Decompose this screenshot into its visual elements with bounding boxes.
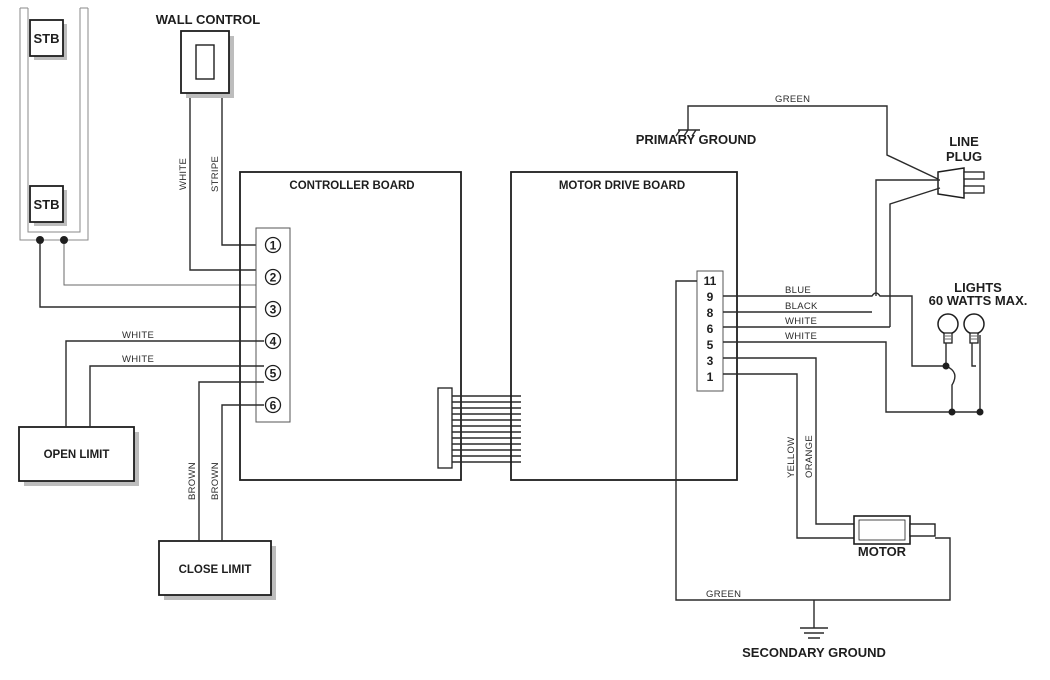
controller-terminal-2: 2 (264, 268, 282, 286)
orange-wire (723, 373, 854, 539)
stb-terminal-right (60, 236, 68, 244)
secondary-green-wire (675, 280, 951, 601)
wall-control-button (195, 44, 215, 80)
controller-board: CONTROLLER BOARD 1 2 3 4 5 6 (239, 171, 462, 481)
wall-white-wire (189, 98, 264, 271)
motor-terminal-9: 9 (707, 290, 714, 304)
plug-prong-top (963, 171, 985, 180)
svg-text:1: 1 (270, 239, 277, 253)
stb-panel: STB STB (19, 7, 89, 244)
light-bulb-right-icon (963, 313, 985, 344)
yellow-label: YELLOW (786, 437, 797, 478)
motor-shaft (909, 523, 936, 537)
line-plug-label-2: PLUG (946, 149, 982, 164)
white-6-label: WHITE (785, 316, 817, 327)
controller-terminal-6: 6 (264, 396, 282, 414)
wall-control: WALL CONTROL (156, 12, 261, 98)
line-plug: LINE PLUG (937, 134, 985, 199)
primary-ground-label: PRIMARY GROUND (636, 132, 757, 147)
plug-prong-bottom (963, 185, 985, 194)
open-white-label-2: WHITE (122, 354, 154, 365)
motor: MOTOR (853, 515, 936, 559)
primary-green-label: GREEN (775, 94, 810, 105)
lights-junction-bottom-right (976, 408, 984, 416)
open-white-label-1: WHITE (122, 330, 154, 341)
open-limit-label: OPEN LIMIT (44, 449, 110, 461)
motor-terminal-5: 5 (707, 338, 714, 352)
lights-label-2: 60 WATTS MAX. (929, 293, 1028, 308)
orange-label: ORANGE (804, 435, 815, 478)
controller-terminal-5: 5 (264, 364, 282, 382)
stb-wire-to-terminal-2 (63, 244, 264, 286)
black-label: BLACK (785, 301, 818, 312)
white-5-label: WHITE (785, 331, 817, 342)
stb-terminal-left (36, 236, 44, 244)
stb-wire-to-terminal-3 (39, 244, 264, 308)
svg-text:2: 2 (270, 271, 277, 285)
plug-wire-to-terminal-9 (875, 179, 940, 296)
controller-terminal-3: 3 (264, 300, 282, 318)
close-brown-label-2: BROWN (210, 462, 221, 500)
close-limit-wire-2 (221, 404, 264, 541)
primary-ground-symbol (675, 105, 941, 181)
close-limit-label: CLOSE LIMIT (179, 564, 252, 576)
yellow-wire (723, 357, 854, 525)
secondary-ground-label: SECONDARY GROUND (742, 645, 886, 660)
white-wire-5 (723, 335, 981, 413)
motor-terminal-6: 6 (707, 322, 714, 336)
wall-stripe-wire (221, 98, 264, 246)
lights-label-1: LIGHTS (954, 280, 1002, 295)
wall-white-label: WHITE (178, 158, 189, 190)
motor-terminal-strip (696, 270, 724, 392)
close-limit-switch: CLOSE LIMIT (158, 540, 276, 600)
stb-bottom-sensor: STB (29, 185, 67, 226)
secondary-green-label: GREEN (706, 589, 741, 600)
blue-label: BLUE (785, 285, 811, 296)
stb-bottom-label: STB (34, 197, 60, 212)
motor-terminal-11: 11 (704, 274, 717, 288)
controller-board-label: CONTROLLER BOARD (289, 180, 414, 192)
svg-text:6: 6 (270, 399, 277, 413)
lights: LIGHTS 60 WATTS MAX. (929, 280, 1028, 416)
motor-terminal-8: 8 (707, 306, 714, 320)
controller-terminal-4: 4 (264, 332, 282, 350)
plug-wire-to-terminal-6 (889, 187, 941, 327)
close-limit-wire-1 (198, 381, 264, 541)
motor-drive-board: MOTOR DRIVE BOARD 11 9 8 6 5 3 1 (510, 171, 738, 481)
lights-junction-bottom-left (948, 408, 956, 416)
open-limit-switch: OPEN LIMIT (18, 426, 139, 486)
open-limit-wire-1 (65, 340, 264, 427)
light-bulb-left-icon (937, 313, 959, 344)
svg-text:5: 5 (270, 367, 277, 381)
motor-drive-board-label: MOTOR DRIVE BOARD (559, 180, 685, 192)
wall-control-label: WALL CONTROL (156, 12, 261, 27)
stb-top-sensor: STB (29, 19, 67, 60)
stb-top-label: STB (34, 31, 60, 46)
open-limit-wire-2 (89, 365, 264, 427)
lights-junction-top (942, 362, 950, 370)
controller-terminal-1: 1 (264, 236, 282, 254)
wall-stripe-label: STRIPE (210, 156, 221, 192)
secondary-ground-symbol (800, 600, 828, 639)
close-brown-label-1: BROWN (187, 462, 198, 500)
controller-terminal-strip (255, 227, 291, 423)
ribbon-cable (452, 395, 521, 463)
blue-wire (723, 292, 946, 367)
svg-text:3: 3 (270, 303, 277, 317)
motor-terminal-3: 3 (707, 354, 714, 368)
line-plug-label-1: LINE (949, 134, 979, 149)
controller-ribbon-connector (437, 387, 453, 469)
svg-text:4: 4 (270, 335, 277, 349)
motor-terminal-1: 1 (707, 370, 714, 384)
motor-label: MOTOR (858, 544, 907, 559)
